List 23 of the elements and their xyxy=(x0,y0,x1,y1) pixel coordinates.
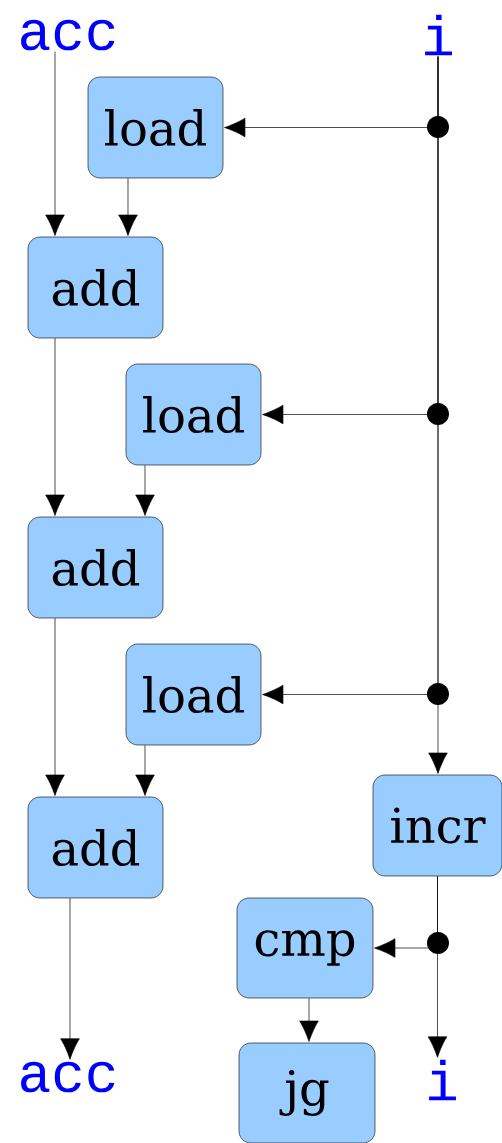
arrow xyxy=(118,177,138,236)
variable-label: i xyxy=(425,14,452,56)
arrow xyxy=(427,875,448,1058)
arrow xyxy=(45,51,65,236)
arrow xyxy=(45,617,65,796)
arrow xyxy=(60,897,80,1060)
process-box: load xyxy=(125,363,262,466)
variable-label: acc xyxy=(21,19,115,51)
variable-label: acc xyxy=(21,1061,115,1093)
process-box: incr xyxy=(372,774,502,877)
process-box: load xyxy=(125,643,262,746)
arrow xyxy=(135,744,155,796)
process-box: add xyxy=(27,796,164,899)
arrow xyxy=(299,997,319,1042)
process-box: cmp xyxy=(236,897,374,999)
arrow xyxy=(45,337,65,516)
process-box: jg xyxy=(238,1042,376,1143)
process-box: load xyxy=(87,76,224,179)
variable-label: i xyxy=(429,1059,456,1101)
arrow xyxy=(428,56,448,774)
process-box: add xyxy=(27,236,164,339)
process-box: add xyxy=(27,516,164,619)
arrow xyxy=(135,464,155,516)
